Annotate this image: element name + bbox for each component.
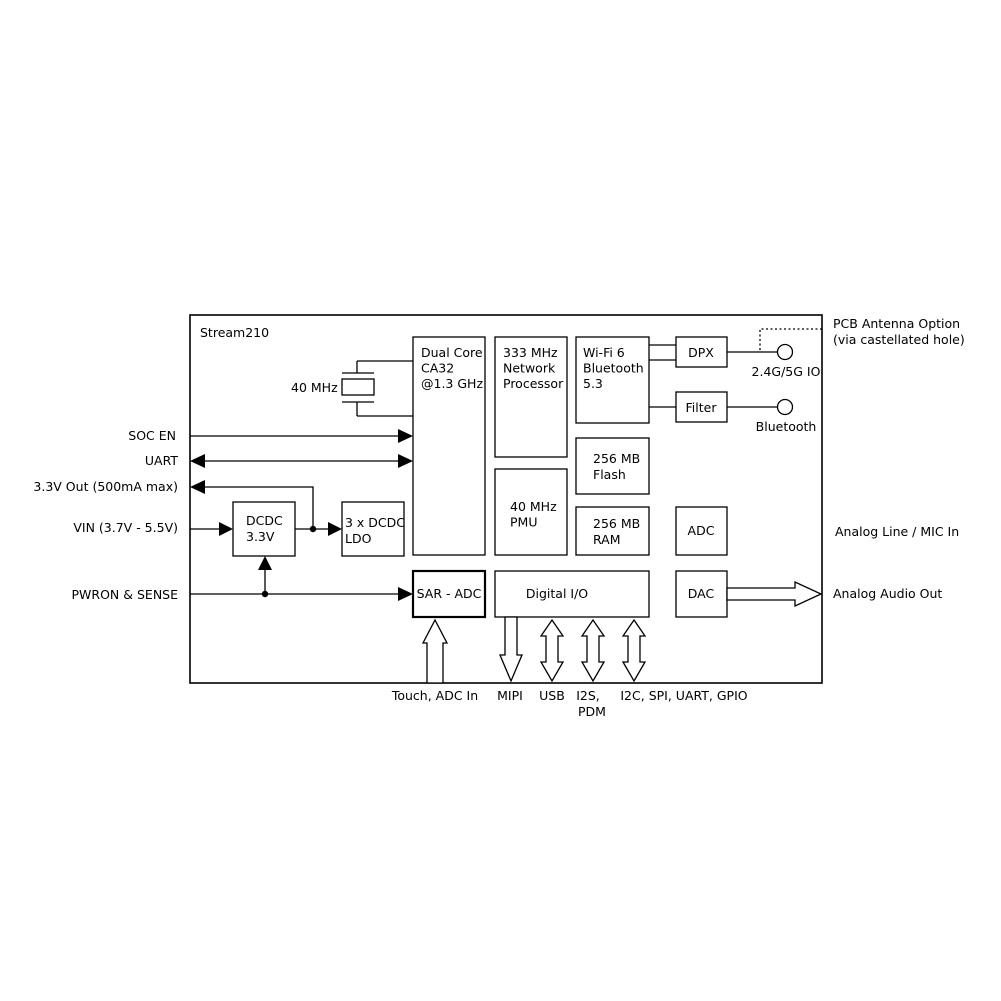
usb-arrow <box>539 618 565 683</box>
i2c-label: I2C, SPI, UART, GPIO <box>620 688 747 703</box>
usb-label: USB <box>539 688 565 703</box>
out33-arrow <box>190 480 205 494</box>
adc-block <box>675 506 728 556</box>
dcdc-label: DCDC 3.3V <box>246 513 287 544</box>
analog-out-label: Analog Audio Out <box>833 586 942 601</box>
dpx-block <box>675 336 728 368</box>
soc-en-label: SOC EN <box>128 428 176 443</box>
dac-block <box>675 570 728 618</box>
antenna-24-5g-icon <box>776 343 794 361</box>
ram-label: 256 MB RAM <box>593 516 644 547</box>
module-title: Stream210 <box>200 325 269 340</box>
wifi-bluetooth-block <box>575 336 650 424</box>
mipi-label: MIPI <box>497 688 523 703</box>
sar-adc-label: SAR - ADC <box>417 586 482 601</box>
pwron-label: PWRON & SENSE <box>72 587 179 602</box>
ram-block <box>575 506 650 556</box>
out33-label: 3.3V Out (500mA max) <box>33 479 178 494</box>
sar-adc-block <box>411 569 487 619</box>
crystal-symbol <box>341 360 413 417</box>
analog-in-label: Analog Line / MIC In <box>835 524 959 539</box>
filter-label: Filter <box>686 400 718 415</box>
pcb-antenna-label: PCB Antenna Option (via castellated hole… <box>833 316 965 347</box>
i2c-arrow <box>621 618 647 683</box>
vin-label: VIN (3.7V - 5.5V) <box>73 520 178 535</box>
ldo-label: 3 x DCDC LDO <box>345 515 409 546</box>
uart-arrow-right <box>398 454 413 468</box>
i2s-arrow <box>580 618 606 683</box>
network-processor-label: 333 MHz Network Processor <box>503 345 564 391</box>
io-24-5g-label: 2.4G/5G IO <box>752 364 821 379</box>
touch-label: Touch, ADC In <box>391 688 478 703</box>
analog-out-arrow <box>726 580 823 608</box>
uart-label: UART <box>145 453 178 468</box>
mipi-arrow <box>499 616 523 683</box>
digital-io-label: Digital I/O <box>526 586 588 601</box>
crystal-label: 40 MHz <box>291 380 338 395</box>
vin-arrow <box>219 522 233 536</box>
wifi-bluetooth-label: Wi-Fi 6 Bluetooth 5.3 <box>583 345 648 391</box>
adc-label: ADC <box>688 523 715 538</box>
module-outline <box>189 314 823 684</box>
ldo-block <box>341 501 405 557</box>
dpx-label: DPX <box>688 345 714 360</box>
pwron-arrow <box>398 587 413 601</box>
cpu-label: Dual Core CA32 @1.3 GHz <box>421 345 487 391</box>
pmu-block <box>494 468 568 556</box>
flash-label: 256 MB Flash <box>593 451 644 482</box>
cpu-block <box>412 336 486 556</box>
digital-io-block <box>494 570 650 618</box>
uart-arrow-left <box>190 454 205 468</box>
soc-en-arrow <box>398 429 413 443</box>
sense-arrow <box>258 556 272 570</box>
flash-block <box>575 437 650 495</box>
touch-arrow <box>421 618 449 684</box>
antenna-bluetooth-icon <box>776 398 794 416</box>
bluetooth-label: Bluetooth <box>756 419 817 434</box>
pmu-label: 40 MHz PMU <box>510 499 561 530</box>
dac-label: DAC <box>688 586 715 601</box>
dcdc-block <box>232 501 296 557</box>
ldo-arrow <box>328 522 342 536</box>
network-processor-block <box>494 336 568 458</box>
i2s-label: I2S, PDM <box>576 688 606 719</box>
